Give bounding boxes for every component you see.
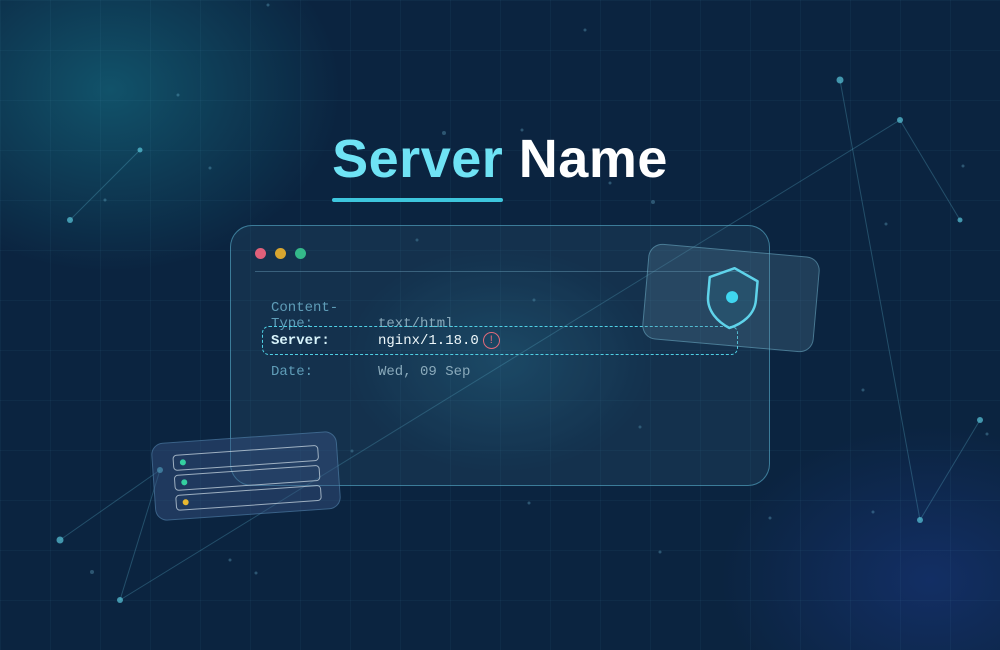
shield-icon xyxy=(706,266,759,330)
security-card xyxy=(641,242,821,354)
close-dot[interactable] xyxy=(255,248,266,259)
title-rest: Name xyxy=(518,129,668,189)
highlight-box xyxy=(262,326,738,355)
status-led xyxy=(182,499,189,506)
header-value: nginx/1.18.0 xyxy=(378,333,479,349)
http-headers-window: Content-Type: text/html Server: nginx/1.18… xyxy=(230,225,770,486)
status-led xyxy=(179,459,187,466)
page-title: Server Name xyxy=(0,128,1000,202)
header-key: Server: xyxy=(271,333,330,349)
header-key: Date: xyxy=(271,364,314,380)
maximize-dot[interactable] xyxy=(295,248,306,259)
header-value: Wed, 09 Sep xyxy=(378,364,471,380)
window-controls xyxy=(255,248,306,259)
header-row-content-type: Content-Type: text/html xyxy=(271,300,454,332)
title-highlight: Server xyxy=(332,129,504,202)
status-led xyxy=(181,479,188,486)
window-divider xyxy=(255,271,749,272)
header-row-server: Server: nginx/1.18.0! xyxy=(271,332,500,349)
minimize-dot[interactable] xyxy=(275,248,286,259)
warning-icon: ! xyxy=(482,332,500,349)
header-row-date: Date: Wed, 09 Sep xyxy=(271,364,470,380)
server-rack-card xyxy=(150,430,342,522)
header-key: Content-Type: xyxy=(271,300,339,332)
header-value: text/html xyxy=(378,316,454,332)
